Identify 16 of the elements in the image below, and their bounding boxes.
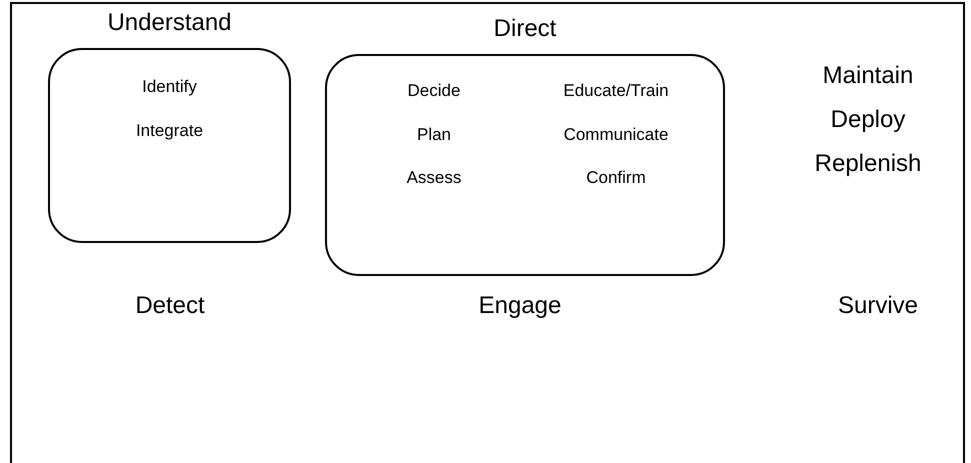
- activity-text: Integrate: [136, 120, 204, 142]
- function-label: Deploy: [830, 105, 906, 135]
- activity-text: Assess: [406, 167, 462, 189]
- group-heading: Direct: [494, 14, 556, 44]
- activity-text: Plan: [416, 124, 452, 146]
- activity-text: Identify: [142, 76, 197, 98]
- group-heading: Understand: [107, 8, 232, 38]
- function-label: Maintain: [822, 61, 914, 91]
- activity-text: Decide: [408, 80, 460, 102]
- function-label: Engage: [478, 291, 562, 321]
- function-label: Replenish: [814, 149, 922, 179]
- activity-text: Educate/Train: [563, 80, 669, 102]
- activity-text: Confirm: [586, 167, 646, 189]
- function-label: Detect: [135, 291, 205, 321]
- activity-text: Communicate: [564, 124, 668, 146]
- function-label: Survive: [838, 291, 918, 321]
